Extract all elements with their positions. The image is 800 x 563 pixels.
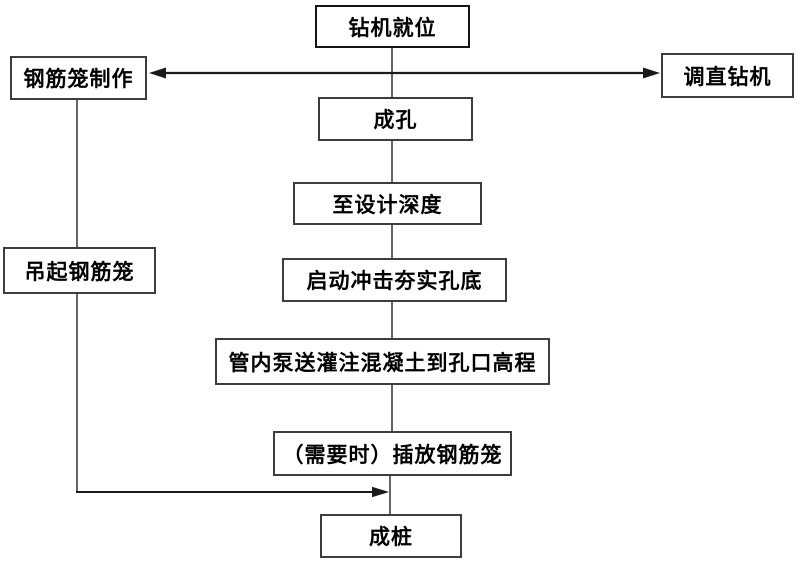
node-impact-compaction: 启动冲击夯实孔底 xyxy=(282,258,507,302)
arrowhead-left-icon xyxy=(149,67,166,79)
arrowhead-bottom-icon xyxy=(372,486,389,498)
node-drill-in-place: 钻机就位 xyxy=(315,5,470,48)
arrowhead-right-icon xyxy=(643,67,660,79)
node-insert-rebar-cage: （需要时）插放钢筋笼 xyxy=(273,431,512,476)
node-straighten-drill-rig: 调直钻机 xyxy=(661,53,794,98)
node-pump-concrete: 管内泵送灌注混凝土到孔口高程 xyxy=(215,338,550,385)
node-lift-rebar-cage: 吊起钢筋笼 xyxy=(3,247,156,294)
node-pile-formed: 成桩 xyxy=(320,514,462,558)
node-to-design-depth: 至设计深度 xyxy=(293,182,482,225)
node-hole-forming: 成孔 xyxy=(318,97,473,141)
node-rebar-cage-fabrication: 钢筋笼制作 xyxy=(10,56,147,100)
